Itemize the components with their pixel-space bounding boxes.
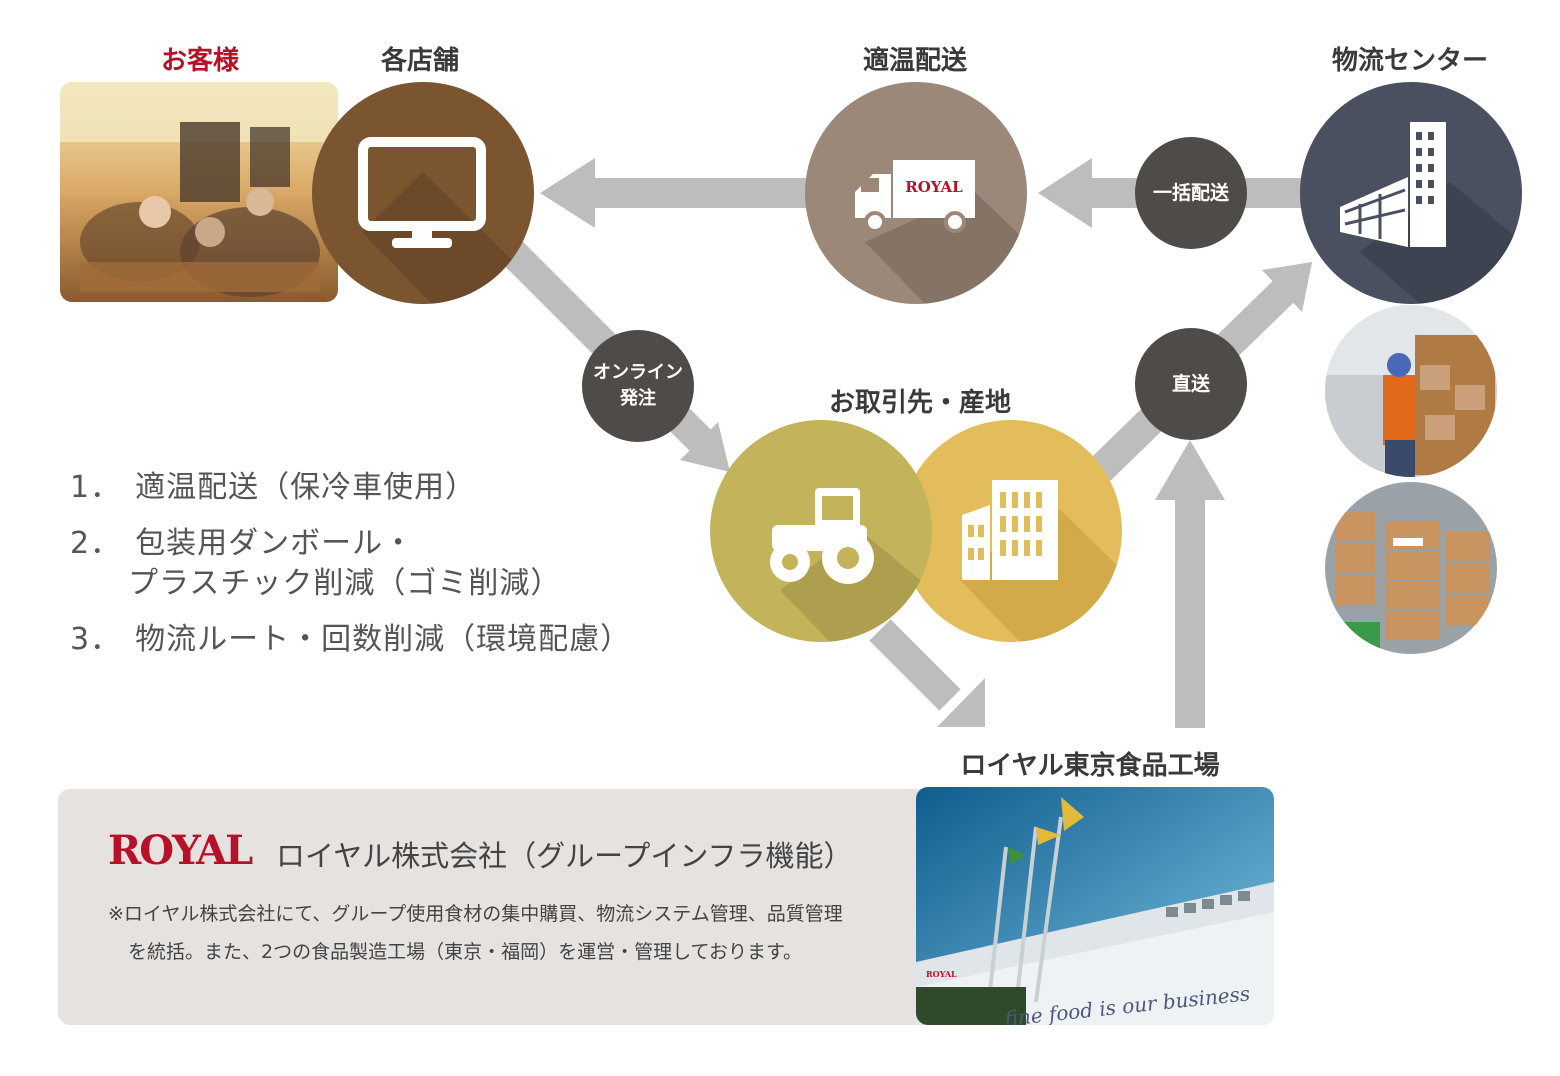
logistics-circle: [1300, 82, 1522, 304]
online-order-text-1: オンライン: [593, 362, 683, 383]
list-num-1: 1．: [70, 470, 122, 505]
bulk-delivery-badge: 一括配送: [1135, 137, 1247, 249]
arrow-head-factory: [937, 678, 985, 727]
company-note-line1: ※ロイヤル株式会社にて、グループ使用食材の集中購買、物流システム管理、品質管理: [108, 903, 843, 925]
delivery-label: 適温配送: [862, 46, 967, 76]
factory-sign-text: ROYAL: [926, 969, 957, 979]
arrow-head-delivery: [1038, 158, 1092, 228]
warehouse-worker-photo-art: [1325, 305, 1497, 477]
royal-logo: ROYAL: [108, 827, 253, 874]
stores-circle: [312, 82, 534, 304]
online-order-text-2: 発注: [620, 388, 656, 409]
supplier-olive-circle: [710, 420, 932, 642]
building-icon: [1340, 122, 1522, 304]
arrow-head-stores: [540, 158, 595, 228]
stores-label: 各店舗: [380, 46, 459, 76]
tractor-icon: [770, 488, 932, 642]
factory-label: ロイヤル東京食品工場: [960, 751, 1220, 781]
warehouse-worker-photo: [1325, 305, 1497, 477]
bulk-delivery-text: 一括配送: [1152, 182, 1229, 204]
direct-delivery-badge: 直送: [1135, 328, 1247, 440]
restaurant-photo: [60, 82, 338, 302]
arrow-delivery-to-stores: [590, 178, 815, 208]
warehouse-boxes-photo: [1325, 482, 1497, 654]
restaurant-photo-art: [60, 82, 338, 302]
list-item-3: 3． 物流ルート・回数削減（環境配慮）: [70, 614, 631, 658]
list-num-3: 3．: [70, 622, 122, 657]
company-name: ロイヤル株式会社（グループインフラ機能）: [276, 839, 853, 873]
monitor-icon: [358, 137, 534, 304]
list-text-2b: プラスチック削減（ゴミ削減）: [128, 566, 562, 601]
arrow-factory-up: [1175, 500, 1205, 728]
online-order-badge: オンライン 発注: [582, 330, 694, 442]
arrow-head-up: [1155, 440, 1225, 500]
list-item-2: 2． 包装用ダンボール・: [70, 518, 414, 562]
list-text-1: 適温配送（保冷車使用）: [135, 470, 477, 505]
customers-label: お客様: [160, 46, 239, 76]
list-item-2-continued: プラスチック削減（ゴミ削減）: [128, 558, 561, 602]
arrow-head-logistics: [1262, 262, 1312, 312]
truck-icon: ROYAL: [855, 160, 1027, 304]
list-text-3: 物流ルート・回数削減（環境配慮）: [135, 622, 632, 657]
logistics-label: 物流センター: [1331, 46, 1488, 76]
list-text-2a: 包装用ダンボール・: [135, 526, 415, 561]
arrow-head-suppliers: [680, 422, 730, 472]
company-note-line2: を統括。また、2つの食品製造工場（東京・福岡）を運営・管理しております。: [128, 941, 803, 963]
supplier-gold-circle: [900, 420, 1122, 642]
direct-delivery-text: 直送: [1171, 373, 1210, 395]
arrow-suppliers-to-factory: [869, 619, 961, 711]
suppliers-label: お取引先・産地: [828, 388, 1011, 418]
delivery-circle: ROYAL: [805, 82, 1027, 304]
factory-icon: [960, 480, 1122, 642]
factory-photo-art: fine food is our business ROYAL: [916, 787, 1274, 1025]
warehouse-boxes-photo-art: [1325, 482, 1497, 654]
list-num-2: 2．: [70, 526, 122, 561]
truck-logo-text: ROYAL: [905, 178, 963, 196]
list-item-1: 1． 適温配送（保冷車使用）: [70, 462, 476, 506]
factory-photo: fine food is our business ROYAL: [916, 787, 1274, 1025]
